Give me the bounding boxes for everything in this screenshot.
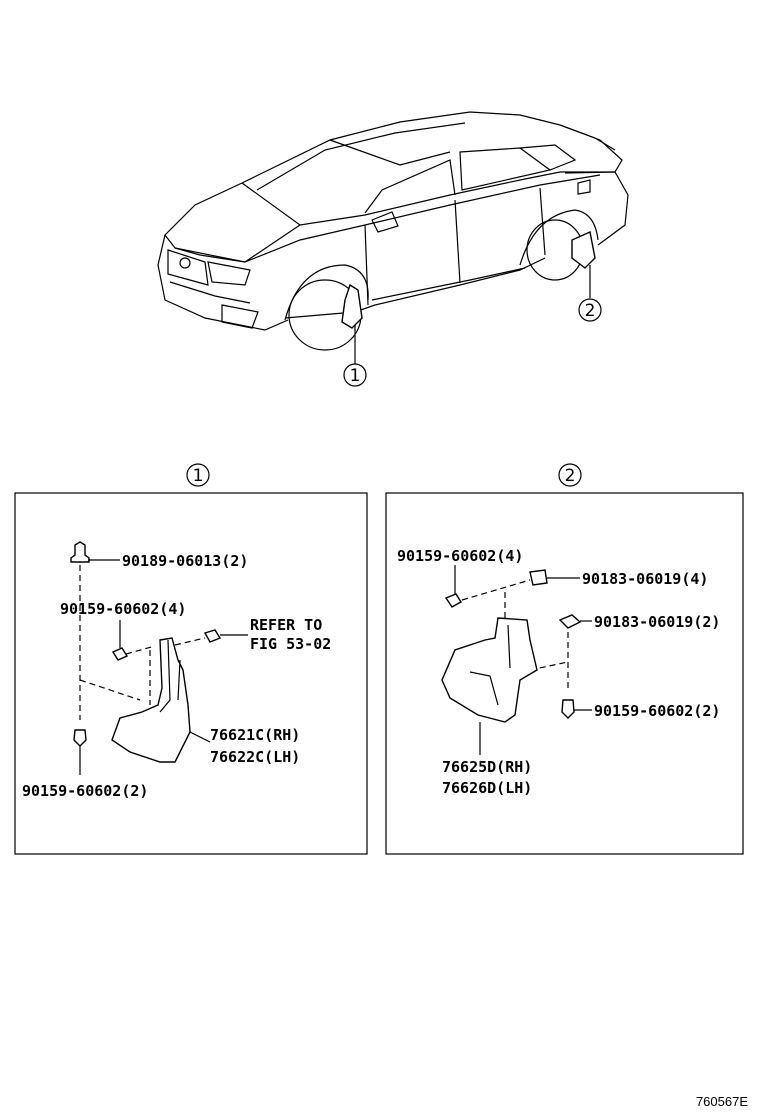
- nut-mid-icon: [558, 614, 582, 629]
- svg-text:1: 1: [350, 366, 361, 386]
- screw-icon: [444, 593, 462, 608]
- svg-text:2: 2: [565, 466, 576, 486]
- document-code: 760567E: [696, 1094, 748, 1109]
- rear-mudguard-icon: [441, 617, 538, 723]
- panel-front-diagram: [70, 541, 248, 775]
- label-90159-60602-4-rear: 90159-60602(4): [397, 547, 523, 565]
- label-76626d-lh: 76626D(LH): [442, 779, 532, 797]
- label-76621c-rh: 76621C(RH): [210, 726, 300, 744]
- panel-front-title: 1: [186, 463, 210, 487]
- label-90183-06019-4: 90183-06019(4): [582, 570, 708, 588]
- screw-bottom-icon: [73, 729, 87, 747]
- clip-icon: [70, 541, 90, 563]
- label-refer-to: REFER TO: [250, 616, 322, 634]
- label-76625d-rh: 76625D(RH): [442, 758, 532, 776]
- bolt-icon: [203, 629, 222, 643]
- panel-front-frame: [14, 492, 368, 855]
- car-illustration: [157, 111, 629, 364]
- svg-text:2: 2: [585, 301, 596, 321]
- rear-mudguard-location: [571, 231, 596, 269]
- svg-text:1: 1: [193, 466, 204, 486]
- panel-rear-diagram: [441, 565, 592, 755]
- front-mudguard-location: [341, 283, 363, 329]
- screw-right-icon: [561, 699, 575, 719]
- label-76622c-lh: 76622C(LH): [210, 748, 300, 766]
- label-90159-60602-2-rear: 90159-60602(2): [594, 702, 720, 720]
- callout-front: 1: [343, 363, 367, 387]
- label-fig-53-02: FIG 53-02: [250, 635, 331, 653]
- label-90183-06019-2: 90183-06019(2): [594, 613, 720, 631]
- label-90159-60602-4: 90159-60602(4): [60, 600, 186, 618]
- nut-icon: [529, 569, 548, 586]
- callout-rear: 2: [578, 298, 602, 322]
- label-90159-60602-2: 90159-60602(2): [22, 782, 148, 800]
- screw-icon: [111, 647, 129, 661]
- panel-rear-frame: [385, 492, 744, 855]
- label-90189-06013: 90189-06013(2): [122, 552, 248, 570]
- panel-rear-title: 2: [558, 463, 582, 487]
